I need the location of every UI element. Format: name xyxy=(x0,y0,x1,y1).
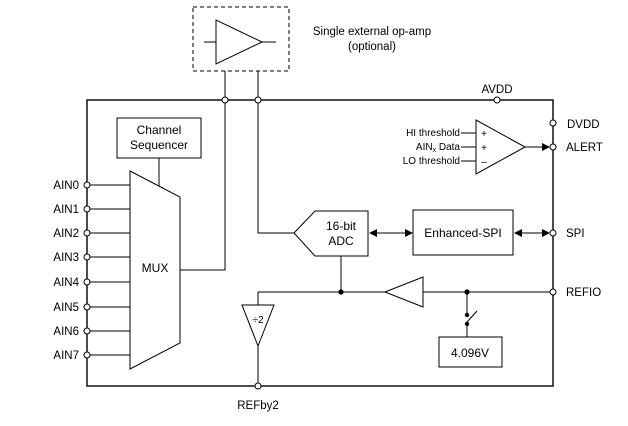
opamp-caption-line2: (optional) xyxy=(348,41,396,53)
ain-pin xyxy=(83,181,91,189)
enhanced-spi-block xyxy=(412,209,514,256)
ain-input: AIN0 xyxy=(53,180,130,192)
ain-data-label: AINx Data xyxy=(416,142,461,154)
ain-inputs: AIN0 AIN1 AIN2 AIN3 AIN4 AIN5 xyxy=(53,180,130,362)
alert-pin xyxy=(549,143,557,151)
channel-sequencer-label-2: Sequencer xyxy=(130,138,188,152)
ain-pin xyxy=(83,205,91,213)
external-opamp-triangle xyxy=(215,19,264,65)
chip-outline xyxy=(86,99,554,387)
ain-label: AIN5 xyxy=(53,302,79,314)
divider-label: ÷2 xyxy=(252,315,263,326)
refio-label: REFIO xyxy=(566,287,601,299)
channel-sequencer-block xyxy=(116,117,202,159)
avdd-pin xyxy=(493,96,501,104)
external-opamp-dashed-box xyxy=(192,6,290,72)
refby2-pin xyxy=(254,382,262,390)
ain-label: AIN0 xyxy=(53,180,79,192)
ain-pin xyxy=(83,278,91,286)
mux-label: MUX xyxy=(142,261,169,275)
dvdd-pin xyxy=(549,119,557,127)
ain-label: AIN6 xyxy=(53,326,79,338)
ref-junction xyxy=(338,289,344,295)
ref-switch xyxy=(466,310,478,323)
adc-block xyxy=(293,210,369,257)
spi-label: SPI xyxy=(566,228,585,240)
avdd-label: AVDD xyxy=(481,84,512,96)
ain-input: AIN7 xyxy=(53,350,130,362)
ain-input: AIN5 xyxy=(53,302,130,314)
comparator-plus-2: + xyxy=(481,143,487,154)
hi-threshold-label: HI threshold xyxy=(406,128,460,139)
ain-pin xyxy=(83,229,91,237)
mux-to-opamp-wire xyxy=(180,100,226,271)
ain-input: AIN2 xyxy=(53,228,130,240)
opamp-to-adc-wire xyxy=(257,100,294,234)
ain-input: AIN4 xyxy=(53,277,130,289)
ain-pin xyxy=(83,327,91,335)
ain-pin xyxy=(83,253,91,261)
reference-voltage-label: 4.096V xyxy=(451,346,489,360)
mux-block xyxy=(129,170,181,370)
enhanced-spi-label: Enhanced-SPI xyxy=(424,226,501,240)
ain-label: AIN7 xyxy=(53,350,79,362)
alert-label: ALERT xyxy=(566,142,603,154)
adc-label-2: ADC xyxy=(328,234,354,248)
ain-input: AIN1 xyxy=(53,204,130,216)
channel-sequencer-label-1: Channel xyxy=(137,123,182,137)
ain-label: AIN3 xyxy=(53,252,79,264)
comparator-plus-1: + xyxy=(481,129,487,140)
comparator-minus: – xyxy=(481,157,487,168)
adc-label-1: 16-bit xyxy=(326,219,357,233)
switch-top-contact xyxy=(464,312,470,318)
refby2-label: REFby2 xyxy=(237,400,279,412)
switch-bottom-contact xyxy=(464,321,470,327)
ain-pin xyxy=(83,351,91,359)
refio-pin xyxy=(549,288,557,296)
divider-buffer xyxy=(241,304,275,348)
ain-pin xyxy=(83,303,91,311)
alert-comparator: HI threshold AINx Data LO threshold + + … xyxy=(403,119,550,175)
opamp-caption-line1: Single external op-amp xyxy=(313,26,431,38)
ain-input: AIN3 xyxy=(53,252,130,264)
comparator-triangle xyxy=(475,119,527,175)
ref-buffer xyxy=(383,276,424,308)
dvdd-label: DVDD xyxy=(567,119,600,131)
opamp-out-node xyxy=(254,96,262,104)
external-opamp xyxy=(192,6,290,72)
reference-voltage-block xyxy=(438,336,503,368)
ain-label: AIN4 xyxy=(53,277,79,289)
ain-label: AIN2 xyxy=(53,228,79,240)
lo-threshold-label: LO threshold xyxy=(403,156,460,167)
opamp-in-node xyxy=(221,96,229,104)
ain-label: AIN1 xyxy=(53,204,79,216)
spi-pin xyxy=(549,229,557,237)
ain-input: AIN6 xyxy=(53,326,130,338)
